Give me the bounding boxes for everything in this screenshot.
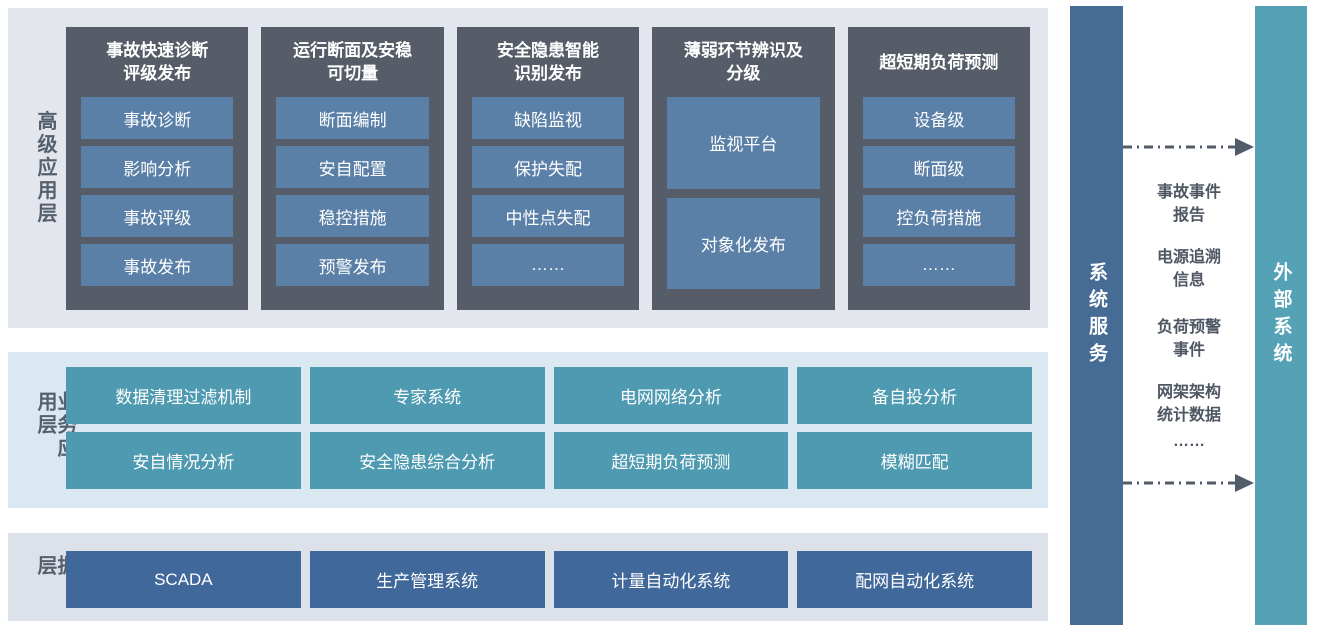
panel-title: 安全隐患智能 识别发布 (472, 27, 624, 97)
panel-weak-link-identification: 薄弱环节辨识及 分级 监视平台 对象化发布 (652, 27, 835, 310)
panel-title-line: 薄弱环节辨识及 (683, 41, 803, 60)
data-source-box: SCADA (66, 551, 301, 608)
panel-hidden-danger-identification: 安全隐患智能 识别发布 缺陷监视 保护失配 中性点失配 …… (456, 27, 640, 310)
panel-title: 运行断面及安稳 可切量 (276, 27, 428, 97)
data-layer-band: 数据层 SCADA 生产管理系统 计量自动化系统 配网自动化系统 (8, 533, 1048, 621)
business-box: 专家系统 (309, 367, 545, 424)
panel-items: 设备级 断面级 控负荷措施 …… (862, 97, 1016, 310)
business-boxes-grid: 数据清理过滤机制 专家系统 电网网络分析 备自投分析 安自情况分析 安全隐患综合… (66, 367, 1032, 489)
exchange-item: 网架架构统计数据 (1156, 384, 1221, 424)
business-box: 模糊匹配 (797, 432, 1032, 489)
data-boxes-grid: SCADA 生产管理系统 计量自动化系统 配网自动化系统 (66, 551, 1032, 608)
panel-item: 设备级 (862, 97, 1016, 139)
panel-items: 缺陷监视 保护失配 中性点失配 …… (471, 97, 625, 310)
panel-title-line: 安全隐患智能 (497, 41, 600, 60)
panel-items: 断面编制 安自配置 稳控措施 预警发布 (276, 97, 429, 310)
business-box: 备自投分析 (797, 367, 1032, 424)
panel-item: 安自配置 (276, 146, 429, 188)
panel-title-line: 超短期负荷预测 (879, 52, 999, 72)
exchange-item-ellipsis: …… (1173, 433, 1205, 450)
panel-operation-section-stability: 运行断面及安稳 可切量 断面编制 安自配置 稳控措施 预警发布 (261, 27, 444, 310)
layer-label-advanced: 高级应用层 (34, 110, 56, 226)
business-application-layer-band: 业务应用层 数据清理过滤机制 专家系统 电网网络分析 备自投分析 安自情况分析 … (8, 352, 1048, 508)
external-system-bar: 外部系统 (1255, 6, 1307, 625)
exchange-item: 负荷预警事件 (1156, 319, 1221, 359)
business-box: 电网网络分析 (553, 367, 789, 424)
data-source-box: 生产管理系统 (309, 551, 545, 608)
business-box: 安自情况分析 (66, 432, 301, 489)
exchange-item: 电源追溯信息 (1156, 249, 1221, 289)
panel-title-line: 可切量 (327, 64, 379, 83)
panel-item: 事故发布 (81, 244, 234, 286)
panel-title: 薄弱环节辨识及 分级 (667, 27, 819, 97)
panel-ultra-short-term-load-forecast: 超短期负荷预测 设备级 断面级 控负荷措施 …… (847, 27, 1031, 310)
panel-title-line: 识别发布 (514, 64, 583, 83)
exchange-column: 事故事件报告 电源追溯信息 负荷预警事件 网架架构统计数据 …… (1123, 0, 1255, 638)
panel-item: 事故诊断 (81, 97, 234, 139)
panel-title-line: 事故快速诊断 (106, 41, 209, 60)
panel-item: 影响分析 (81, 146, 234, 188)
external-system-bar-label: 外部系统 (1270, 261, 1292, 370)
panel-item: …… (471, 244, 625, 286)
panel-title: 超短期负荷预测 (863, 27, 1015, 97)
panel-items: 事故诊断 影响分析 事故评级 事故发布 (81, 97, 234, 310)
data-source-box: 配网自动化系统 (797, 551, 1032, 608)
dashed-arrow-icon (1123, 138, 1254, 156)
panel-item: …… (862, 244, 1016, 286)
business-box: 安全隐患综合分析 (309, 432, 545, 489)
business-box: 数据清理过滤机制 (66, 367, 301, 424)
panel-accident-rapid-diagnosis: 事故快速诊断 评级发布 事故诊断 影响分析 事故评级 事故发布 (66, 27, 249, 310)
panel-title-line: 运行断面及安稳 (293, 41, 413, 60)
panel-items: 监视平台 对象化发布 (667, 97, 820, 310)
data-source-box: 计量自动化系统 (553, 551, 789, 608)
panel-item: 控负荷措施 (862, 195, 1016, 237)
panel-item: 监视平台 (667, 97, 820, 189)
panel-item: 预警发布 (276, 244, 429, 286)
panel-item: 缺陷监视 (471, 97, 625, 139)
advanced-panels-row: 事故快速诊断 评级发布 事故诊断 影响分析 事故评级 事故发布 运行断面及安稳 … (66, 27, 1031, 310)
panel-title-line: 评级发布 (123, 64, 192, 83)
system-service-bar: 系统服务 (1070, 6, 1123, 625)
panel-item: 断面编制 (276, 97, 429, 139)
exchange-item: 事故事件报告 (1156, 184, 1221, 224)
panel-item: 保护失配 (471, 146, 625, 188)
business-box: 超短期负荷预测 (553, 432, 789, 489)
dashed-arrow-icon (1123, 474, 1254, 492)
panel-item: 稳控措施 (276, 195, 429, 237)
panel-item: 中性点失配 (471, 195, 625, 237)
advanced-application-layer-band: 高级应用层 事故快速诊断 评级发布 事故诊断 影响分析 事故评级 事故发布 运行… (8, 8, 1048, 328)
panel-title-line: 分级 (726, 64, 761, 83)
panel-item: 对象化发布 (667, 197, 820, 289)
panel-item: 事故评级 (81, 195, 234, 237)
panel-title: 事故快速诊断 评级发布 (81, 27, 233, 97)
panel-item: 断面级 (862, 146, 1016, 188)
system-service-bar-label: 系统服务 (1086, 261, 1107, 370)
